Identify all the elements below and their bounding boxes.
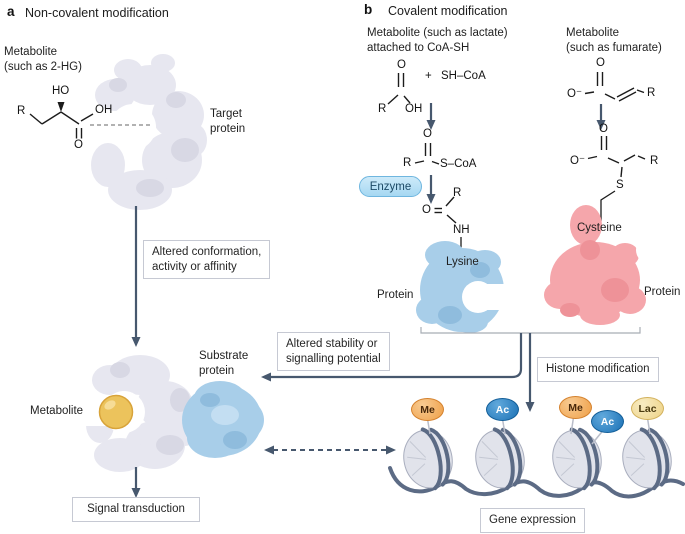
nucleosome-3: [552, 427, 602, 491]
histone-mark-ac-2: Ac: [591, 410, 624, 433]
fumarate-caption: Metabolite (such as fumarate): [566, 27, 662, 54]
panel-a-tag: a: [7, 4, 15, 19]
stability-box: Altered stability or signalling potentia…: [277, 332, 390, 371]
signal-transduction-box: Signal transduction: [72, 497, 200, 522]
adduct-atom-ominus: O⁻: [570, 155, 586, 167]
enzyme-pill: Enzyme: [359, 176, 422, 197]
panel-b-title: Covalent modification: [388, 4, 508, 18]
arrow-fumarate-to-adduct: [596, 104, 606, 130]
amide-atom-nh: NH: [453, 224, 470, 236]
atom-o: O: [74, 139, 83, 151]
adduct-atom-o: O: [599, 123, 608, 135]
atom-r: R: [17, 105, 26, 117]
panel-a-title: Non-covalent modification: [25, 6, 169, 20]
sh-coa-label: SH–CoA: [441, 70, 486, 82]
amide-atom-r: R: [453, 187, 462, 199]
acid-structure-bonds: [387, 73, 411, 105]
fumarate-atom-ominus: O⁻: [567, 88, 583, 100]
lysine-protein-blob: [416, 241, 510, 333]
nucleosome-4: [622, 427, 672, 491]
histone-mark-me-1: Me: [411, 398, 444, 421]
adduct-structure-bonds: [587, 136, 646, 178]
gene-expression-box: Gene expression: [480, 508, 585, 533]
arrow-a-down: [131, 206, 141, 347]
atom-ho: HO: [52, 85, 70, 97]
s-coa-label: S–CoA: [440, 158, 477, 170]
arrow-histone-modification: [525, 333, 535, 412]
adduct-atom-s: S: [616, 179, 624, 191]
arrow-acid-to-thioester: [426, 103, 436, 130]
amide-atom-o: O: [422, 204, 431, 216]
wedge-bond: [57, 102, 65, 112]
conformation-box: Altered conformation, activity or affini…: [143, 240, 271, 279]
cysteine-linker-bond: [600, 190, 616, 221]
substrate-protein-blob: [182, 381, 264, 458]
arrow-enzyme-step: [426, 175, 436, 204]
panel-b-tag: b: [364, 2, 373, 17]
cysteine-label: Cysteine: [577, 222, 622, 234]
adduct-atom-r: R: [650, 155, 659, 167]
histone-mark-ac-1: Ac: [486, 398, 519, 421]
fumarate-structure-bonds: [584, 72, 645, 102]
substrate-protein-label: Substrate protein: [199, 350, 249, 377]
histone-modification-box: Histone modification: [537, 357, 659, 382]
atom-oh: OH: [95, 104, 113, 116]
metabolite-2hg-structure-bonds: [29, 111, 94, 139]
protein-right-label: Protein: [644, 286, 681, 298]
fumarate-atom-r: R: [647, 87, 656, 99]
acid-atom-o: O: [397, 59, 406, 71]
acid-atom-r: R: [378, 103, 387, 115]
fumarate-atom-o: O: [596, 57, 605, 69]
lysine-label: Lysine: [446, 256, 479, 268]
lactate-coa-caption: Metabolite (such as lactate) attached to…: [367, 27, 508, 54]
target-protein-label: Target protein: [210, 108, 246, 135]
metabolite-2hg-caption: Metabolite (such as 2-HG): [4, 46, 82, 73]
thioester-atom-o: O: [423, 128, 432, 140]
thioester-structure-bonds: [414, 143, 440, 165]
thioester-atom-r: R: [403, 157, 412, 169]
arrow-crosstalk-dashed: [264, 445, 396, 455]
protein-left-label: Protein: [377, 289, 414, 301]
target-protein-blob: [86, 54, 207, 210]
plus-sign: +: [425, 70, 432, 82]
arrow-signal-transduction: [131, 467, 141, 498]
metabolite-label: Metabolite: [30, 405, 84, 417]
histone-mark-me-2: Me: [559, 396, 592, 419]
cysteine-protein-blob: [544, 205, 664, 325]
histone-mark-lac: Lac: [631, 397, 664, 420]
acid-atom-oh: OH: [405, 103, 423, 115]
arrow-stability: [261, 333, 523, 382]
metabolite-ball: [98, 394, 134, 430]
nucleosome-2: [475, 427, 525, 491]
nucleosome-1: [403, 427, 453, 491]
